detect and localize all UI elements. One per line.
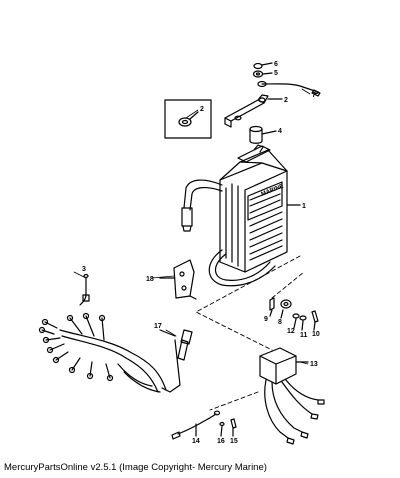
part-2-bracket [224,94,283,128]
part-10-screw [311,310,319,331]
callout-14: 14 [192,438,200,445]
part-3-jumper [79,273,90,306]
callout-1: 1 [302,203,306,210]
part-14-lead [171,410,221,440]
callout-7: 7 [312,92,316,99]
part-17-harness [38,312,193,393]
copyright-footer: MercuryPartsOnline v2.5.1 (Image Copyrig… [4,462,267,473]
part-1-module [219,144,301,273]
callout-17: 17 [154,323,162,330]
callout-13: 13 [310,361,318,368]
callout-18: 18 [146,276,154,283]
callout-9: 9 [264,316,268,323]
callout-8: 8 [278,319,282,326]
callout-4: 4 [278,128,282,135]
part-8-grommet [280,299,292,319]
inset-part-2 [164,99,212,139]
part-18-bracket [159,259,197,300]
part-13-regulator [259,347,325,445]
connection-lines [195,255,305,411]
callout-5: 5 [274,70,278,77]
callout-10: 10 [312,331,320,338]
part-7-lead [257,80,321,97]
part-6-nut [253,62,273,70]
callout-2: 2 [284,97,288,104]
part-9-stud [269,297,275,317]
callout-12: 12 [287,328,295,335]
callout-16: 16 [217,438,225,445]
part-5-washer [252,70,273,78]
callout-3: 3 [82,266,86,273]
part-12-nut [292,313,300,329]
callout-6: 6 [274,61,278,68]
part-4-mount [249,125,277,144]
part-15-screw [230,418,237,437]
leader-lines [73,88,311,365]
callout-15: 15 [230,438,238,445]
part-16-washer [219,421,225,437]
callout-2-inset: 2 [200,106,204,113]
part-11-washer [299,315,307,331]
callout-11: 11 [300,332,308,339]
